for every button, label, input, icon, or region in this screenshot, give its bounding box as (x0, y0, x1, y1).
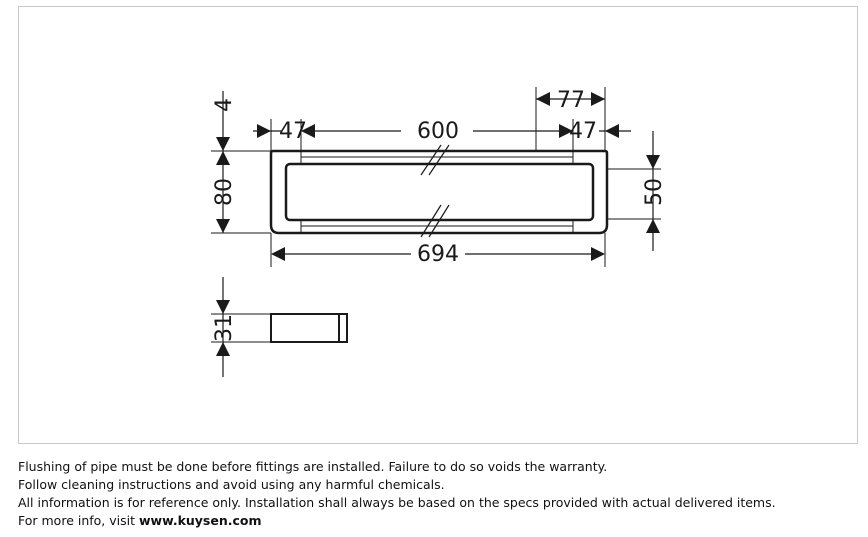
dim-bracket-height: 50 (642, 178, 667, 206)
dim-right-overhang: 77 (557, 88, 585, 113)
note-cleaning: Follow cleaning instructions and avoid u… (18, 477, 445, 492)
dim-side-depth: 31 (212, 314, 237, 342)
note-flushing: Flushing of pipe must be done before fit… (18, 459, 608, 474)
dim-center-span: 600 (417, 119, 459, 144)
note-more-info: For more info, visit www.kuysen.com (18, 512, 858, 530)
dim-top-gap: 4 (212, 98, 237, 112)
towel-bar-inner (284, 162, 595, 222)
dim-total-width: 694 (417, 242, 459, 267)
note-more-info-prefix: For more info, visit (18, 513, 139, 528)
technical-drawing: 47 600 47 77 694 4 80 50 31 (18, 6, 858, 444)
dim-right-offset: 47 (569, 119, 597, 144)
dimension-drawing-svg: 47 600 47 77 694 4 80 50 31 (211, 87, 667, 377)
side-view (270, 313, 348, 343)
dim-left-offset: 47 (279, 119, 307, 144)
dim-height: 80 (212, 178, 237, 206)
note-reference: All information is for reference only. I… (18, 495, 776, 510)
towel-bar-outline (269, 149, 609, 235)
notes-block: Flushing of pipe must be done before fit… (18, 458, 858, 530)
website-link[interactable]: www.kuysen.com (138, 513, 262, 528)
